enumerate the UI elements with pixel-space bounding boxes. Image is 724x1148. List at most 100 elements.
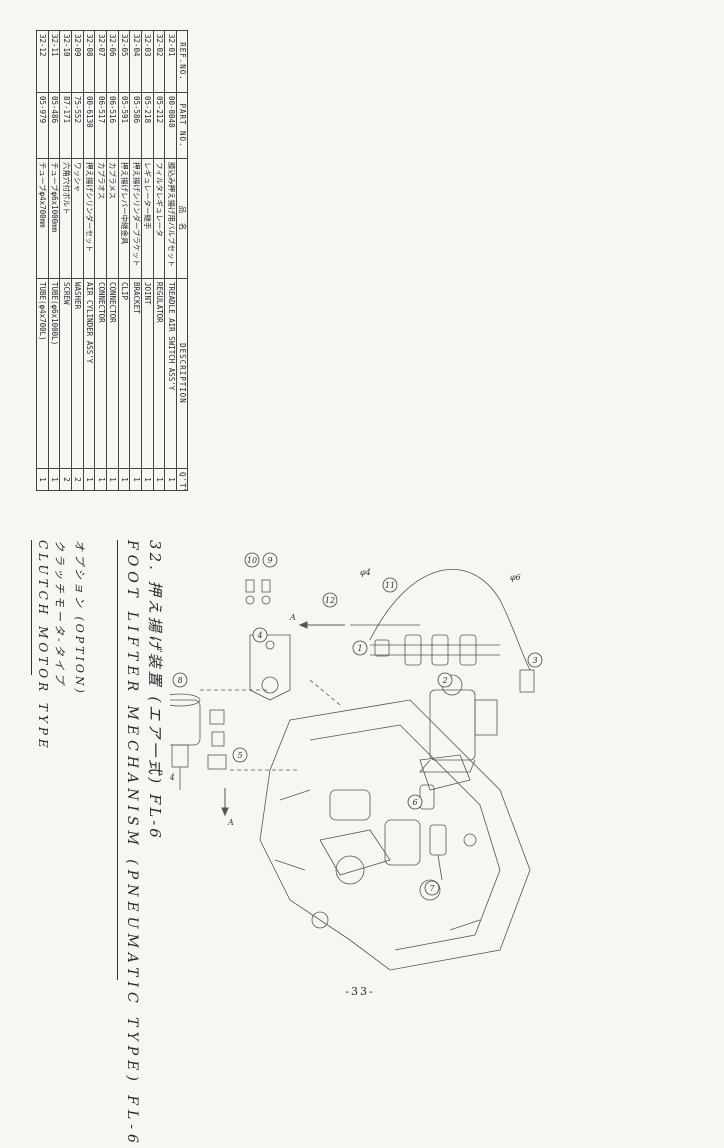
name-jp-cell: 六角穴付ボルト: [59, 158, 72, 279]
callout-circle-6: [407, 794, 423, 810]
part-no-cell: 05-979: [36, 92, 49, 159]
qty-cell: 1: [164, 468, 177, 491]
arrow-a-lower: [221, 788, 229, 817]
callout-label-7: 7: [429, 884, 435, 893]
arrow-a: [298, 621, 345, 629]
name-jp-cell: 膝込み押え揚げ用バルブセット: [164, 158, 177, 279]
callout-circle-10: [244, 552, 260, 568]
air-cylinder: [170, 693, 201, 790]
ref-no-cell: 32-09: [71, 30, 84, 93]
parts-table-region: REF.NO. PART NO. 品 名 DESCRIPTION Q'TY 32…: [36, 30, 188, 491]
ref-no-cell: 32-05: [118, 30, 130, 93]
ref-no-cell: 32-02: [153, 30, 165, 93]
ref-no-cell: 32-06: [106, 30, 119, 93]
qty-cell: 1: [118, 468, 130, 491]
cylinder-bracket: [249, 634, 291, 701]
ref-no-cell: 32-11: [48, 30, 60, 93]
callout-circle-9: [262, 552, 278, 568]
ref-no-cell: 32-12: [36, 30, 49, 93]
callout-circle-1: [352, 640, 368, 656]
header-ref-no: REF.NO.: [176, 30, 188, 93]
callout-label-6: 6: [412, 798, 417, 807]
callout-label-4: 4: [256, 631, 262, 640]
header-description: DESCRIPTION: [176, 278, 188, 469]
description-cell: BRACKET: [129, 278, 142, 469]
callout-circle-3: [527, 652, 543, 668]
callout-label-9: 9: [267, 556, 272, 565]
ref-no-cell: 32-01: [164, 30, 177, 93]
header-name-jp: 品 名: [176, 158, 188, 279]
page-title-english: FOOT LIFTER MECHANISM (PNEUMATIC TYPE) F…: [124, 540, 140, 1148]
arrow-a-label: A: [289, 613, 296, 622]
callout-label-3: 3: [532, 656, 537, 665]
ref-no-cell: 32-03: [141, 30, 154, 93]
description-cell: TUBE(φ4x700L): [36, 278, 49, 469]
callout-label-5: 5: [237, 751, 242, 760]
tube-label-d6: φ6: [510, 573, 521, 582]
part-no-cell: 87-171: [59, 92, 72, 159]
callout-label-10: 10: [247, 556, 257, 565]
qty-cell: 2: [71, 468, 84, 491]
ref-no-cell: 32-07: [94, 30, 107, 93]
name-jp-cell: 押え揚げシリンダーセット: [83, 158, 95, 279]
ref-no-cell: 32-10: [59, 30, 72, 93]
name-jp-cell: ワッシャ: [71, 158, 84, 279]
ref-no-cell: 32-08: [83, 30, 95, 93]
callout-circle-2: [437, 672, 453, 688]
name-jp-cell: チューブφ4x700mm: [36, 158, 49, 279]
name-jp-cell: チューブφ6x1000mm: [48, 158, 60, 279]
title-underline: [117, 540, 118, 980]
name-jp-cell: 押え揚げレバー中継金具: [118, 158, 130, 279]
part-no-cell: 05-486: [48, 92, 60, 159]
name-jp-cell: カプラメス: [106, 158, 119, 279]
callout-circle-12: [322, 592, 338, 608]
treadle-air-switch: [370, 634, 500, 666]
description-cell: REGULATOR: [153, 278, 165, 469]
callout-label-2: 2: [441, 676, 447, 685]
qty-cell: 1: [153, 468, 165, 491]
part-no-cell: 75-552: [71, 92, 84, 159]
callout-circle-11: [382, 577, 398, 593]
header-part-no: PART NO.: [176, 92, 188, 159]
filter-regulator: [419, 674, 498, 773]
regulator-joint: [519, 669, 535, 693]
qty-cell: 1: [36, 468, 49, 491]
part-no-cell: 00-6130: [83, 92, 95, 159]
callout-circle-8: [172, 672, 188, 688]
description-cell: SCREW: [59, 278, 72, 469]
callout-label-8: 8: [177, 676, 182, 685]
description-cell: TUBE(φ6x1000L): [48, 278, 60, 469]
description-cell: WASHER: [71, 278, 84, 469]
description-cell: JOINT: [141, 278, 154, 469]
part-no-cell: 06-517: [94, 92, 107, 159]
description-cell: AIR CYLINDER ASS'Y: [83, 278, 95, 469]
motor-type-underline: [31, 540, 32, 675]
qty-cell: 2: [59, 468, 72, 491]
page-title-japanese: 32. 押え揚げ装置 (エア一式) FL-6: [146, 540, 164, 841]
motor-type-english: CLUTCH MOTOR TYPE: [36, 540, 50, 752]
title-block: 32. 押え揚げ装置 (エア一式) FL-6 FOOT LIFTER MECHA…: [20, 540, 170, 1148]
option-label: オプション (OPTION): [73, 540, 86, 696]
description-cell: CONNECTOR: [106, 278, 119, 469]
qty-cell: 1: [129, 468, 142, 491]
callout-circle-4: [252, 627, 268, 643]
parts-table: REF.NO. PART NO. 品 名 DESCRIPTION Q'TY 32…: [36, 30, 188, 491]
header-qty: Q'TY: [176, 468, 188, 491]
motor-type-japanese: クラッチモータ-タイプ: [53, 540, 66, 687]
callout-label-1: 1: [357, 644, 362, 653]
name-jp-cell: カプラオス: [94, 158, 107, 279]
tube-label-d4: φ4: [360, 568, 371, 577]
callout-label-12: 12: [325, 596, 335, 605]
machine-head-body: [259, 699, 531, 971]
